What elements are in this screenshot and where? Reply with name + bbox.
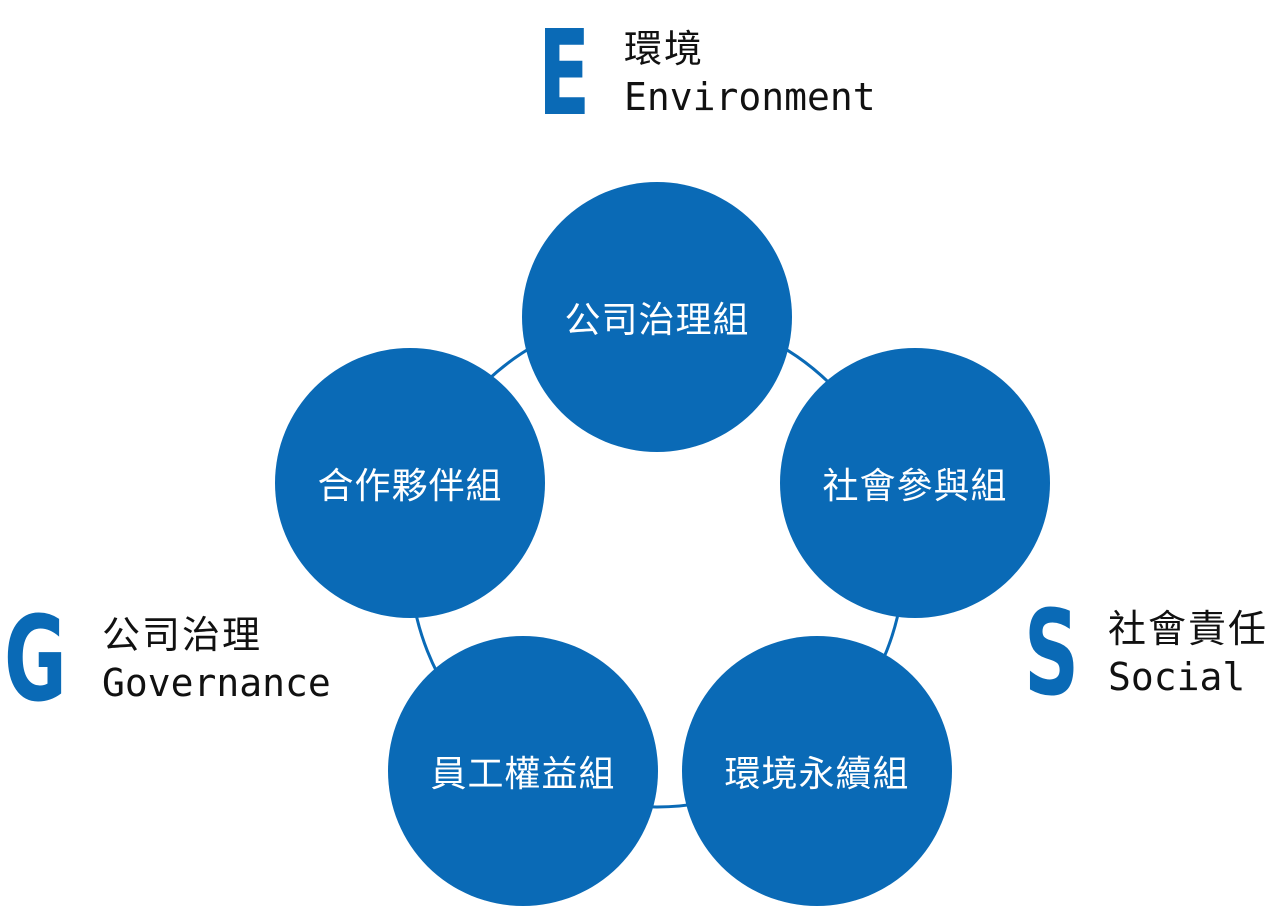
group-label: 公司治理組: [564, 300, 750, 341]
pillar-text: 社會責任 Social: [1108, 605, 1268, 701]
pillar-title-en: Governance: [102, 661, 331, 705]
group-circle-partners: 合作夥伴組: [275, 348, 545, 618]
pillar-text: 環境 Environment: [624, 25, 876, 121]
pillar-environment: E 環境 Environment: [538, 14, 876, 132]
pillar-text: 公司治理 Governance: [102, 611, 331, 707]
group-circle-corporate-governance: 公司治理組: [522, 182, 792, 452]
pillar-title-en: Social: [1108, 655, 1246, 699]
group-label: 社會參與組: [822, 466, 1008, 507]
group-label: 合作夥伴組: [317, 466, 503, 507]
group-circle-social-participation: 社會參與組: [780, 348, 1050, 618]
group-label: 環境永續組: [724, 754, 910, 795]
pillar-letter-e: E: [538, 4, 591, 142]
pillar-title-zh: 公司治理: [102, 613, 263, 657]
pillar-social: S 社會責任 Social: [1024, 594, 1268, 712]
pillar-title-en: Environment: [624, 75, 876, 119]
pillar-title-zh: 環境: [624, 27, 705, 71]
group-circle-employee-rights: 員工權益組: [388, 636, 658, 906]
group-label: 員工權益組: [430, 754, 616, 795]
pillar-title-zh: 社會責任: [1108, 607, 1269, 651]
group-circle-environmental-sustainability: 環境永續組: [682, 636, 952, 906]
pillar-governance: G 公司治理 Governance: [4, 600, 331, 718]
pillar-letter-s: S: [1024, 584, 1080, 722]
pillar-letter-g: G: [4, 590, 67, 728]
